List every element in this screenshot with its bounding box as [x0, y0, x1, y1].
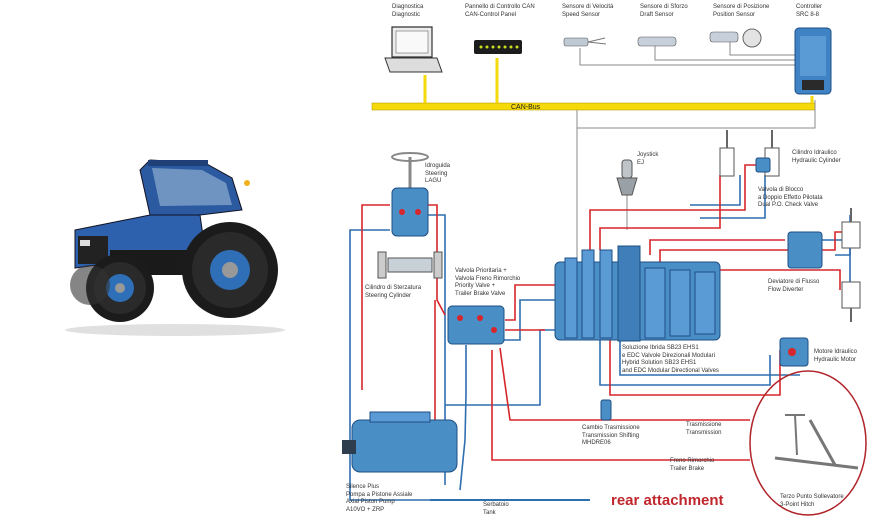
controller-icon — [794, 27, 832, 95]
joystick-icon — [616, 159, 638, 196]
check-valve-icon — [755, 157, 771, 173]
laptop-icon — [384, 26, 443, 73]
label-valvola-prioritaria: Valvola Prioritaria +Valvola Freno Rimor… — [455, 268, 521, 297]
steering-cylinder-icon — [377, 251, 443, 279]
rear-attachment-annotation: rear attachment — [611, 492, 724, 509]
draft-sensor-icon — [637, 36, 677, 47]
hydraulic-motor-icon — [779, 337, 809, 367]
modular-valve-bank-icon — [554, 245, 721, 342]
priority-valve-icon — [447, 305, 505, 345]
axial-piston-pump-icon — [342, 411, 458, 473]
steering-unit-icon — [391, 152, 429, 237]
label-canbus: CAN-Bus — [511, 104, 541, 111]
position-sensor-icon — [709, 28, 762, 48]
can-control-panel-icon — [474, 40, 522, 54]
tractor-image — [65, 159, 285, 336]
transmission-valve-icon — [600, 399, 612, 421]
can-bus-line — [371, 102, 816, 111]
speed-sensor-icon — [563, 37, 607, 47]
flow-diverter-icon — [787, 208, 861, 322]
three-point-hitch-icon — [749, 370, 867, 516]
